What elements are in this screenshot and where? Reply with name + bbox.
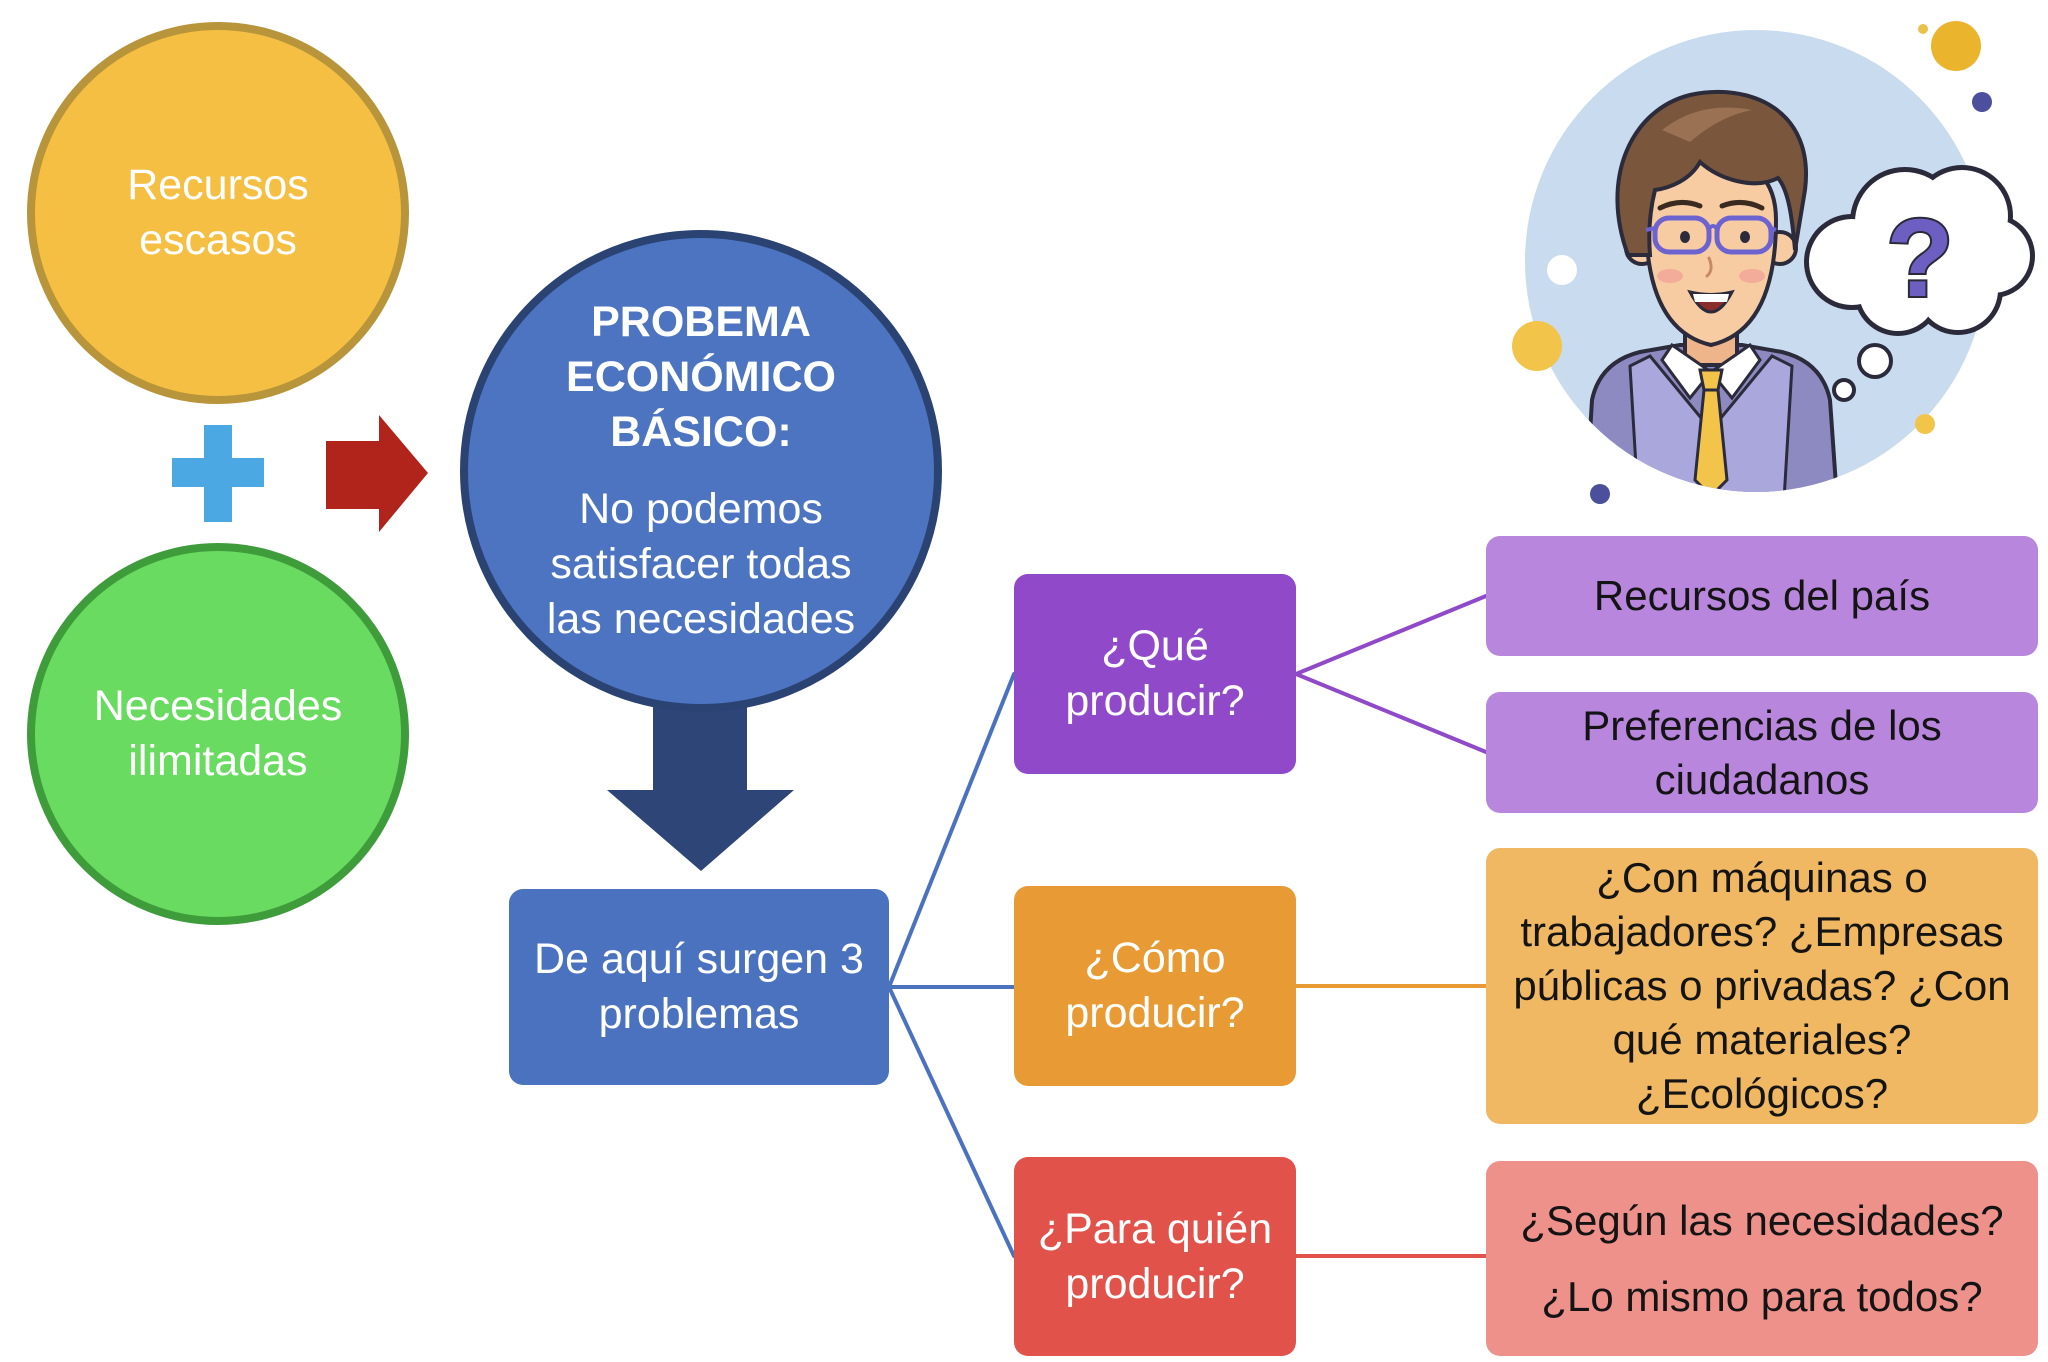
- cloud-fill: [1809, 170, 2030, 331]
- arrow-down-icon: [607, 690, 794, 871]
- core-problem-body-line: satisfacer todas: [550, 540, 852, 588]
- unlimited-needs-circle: Necesidades ilimitadas: [27, 543, 409, 925]
- core-problem-title: PROBEMA ECONÓMICO BÁSICO:: [566, 295, 836, 460]
- core-problem-title-line: PROBEMA: [591, 298, 811, 346]
- thought-dot-medium: [1857, 343, 1893, 379]
- answer-how-line: trabajadores? ¿Empresas: [1520, 908, 2004, 955]
- decorative-dot: [1915, 414, 1935, 434]
- tie-knot: [1698, 368, 1724, 392]
- connector-line-what-to-preferences: [1294, 672, 1488, 754]
- answer-citizen-preferences-line: ciudadanos: [1654, 755, 1870, 803]
- eyebrow-left: [1657, 200, 1703, 211]
- question-for-whom-label-line: producir?: [1065, 1259, 1245, 1308]
- scarce-resources-label-line: escasos: [139, 216, 297, 264]
- three-problems-box: De aquí surgen 3 problemas: [509, 889, 889, 1085]
- unlimited-needs-label-line: Necesidades: [93, 682, 343, 730]
- person-hair: [1615, 90, 1809, 257]
- decorative-dot: [1972, 92, 1992, 112]
- question-mark-icon: ?: [1886, 197, 1953, 320]
- core-problem-body-line: las necesidades: [546, 595, 856, 643]
- answer-citizen-preferences-box: Preferencias de los ciudadanos: [1486, 692, 2038, 813]
- connector-line-what-to-resources: [1294, 594, 1488, 676]
- core-problem-body-line: No podemos: [579, 485, 823, 533]
- answer-how-line: ¿Ecológicos?: [1635, 1070, 1889, 1117]
- scarce-resources-circle: Recursos escasos: [27, 22, 409, 404]
- eyebrow-right: [1719, 200, 1765, 211]
- thought-bubble-icon: ?: [1804, 165, 2035, 402]
- person-head: [1615, 90, 1809, 348]
- decorative-dot: [1931, 21, 1981, 71]
- thought-dot-small: [1832, 378, 1856, 402]
- answer-how-line: ¿Con máquinas o: [1596, 854, 1928, 901]
- unlimited-needs-label-line: ilimitadas: [128, 737, 308, 785]
- answer-for-whom-line: ¿Según las necesidades?: [1520, 1196, 2004, 1244]
- hair-highlight: [1662, 107, 1752, 142]
- collar-left: [1660, 342, 1714, 401]
- tie: [1693, 388, 1729, 492]
- decorative-dot: [1918, 24, 1928, 34]
- person-body: [1583, 323, 1840, 492]
- glasses-icon: [1645, 215, 1777, 255]
- decorative-dots: [1512, 21, 1992, 504]
- question-how-label-line: producir?: [1065, 989, 1245, 1037]
- thinking-person-illustration: ?: [1512, 21, 2035, 504]
- scarce-resources-label-line: Recursos: [127, 161, 309, 209]
- core-problem-circle: PROBEMA ECONÓMICO BÁSICO: No podemos sat…: [460, 230, 942, 712]
- cheek-right: [1739, 269, 1765, 283]
- collar-right: [1708, 342, 1762, 401]
- question-for-whom-box: ¿Para quién producir?: [1014, 1157, 1296, 1356]
- person-nose: [1705, 256, 1713, 278]
- question-how-label-line: ¿Cómo: [1084, 934, 1226, 982]
- decorative-dot: [1590, 484, 1610, 504]
- answer-country-resources-box: Recursos del país: [1486, 536, 2038, 656]
- core-problem-body: No podemos satisfacer todas las necesida…: [547, 482, 855, 647]
- question-what-box: ¿Qué producir?: [1014, 574, 1296, 774]
- question-what-label-line: ¿Qué: [1101, 622, 1209, 670]
- answer-for-whom-line: ¿Lo mismo para todos?: [1541, 1272, 1983, 1320]
- answer-how-box: ¿Con máquinas o trabajadores? ¿Empresas …: [1486, 848, 2038, 1124]
- decorative-dot: [1512, 321, 1562, 371]
- three-problems-label-line: De aquí surgen 3: [534, 935, 864, 983]
- question-how-box: ¿Cómo producir?: [1014, 886, 1296, 1086]
- three-problems-label-line: problemas: [598, 990, 800, 1038]
- arrow-right-icon: [326, 415, 428, 532]
- core-problem-title-line: BÁSICO:: [610, 408, 792, 456]
- answer-how-line: qué materiales?: [1612, 1016, 1912, 1063]
- eye-right: [1740, 231, 1750, 243]
- question-for-whom-label-line: ¿Para quién: [1037, 1204, 1273, 1253]
- connector-line-outcome-to-for-whom: [887, 985, 1016, 1258]
- eye-left: [1680, 231, 1690, 243]
- answer-citizen-preferences-line: Preferencias de los: [1582, 701, 1942, 749]
- connector-lines: [887, 594, 1488, 1258]
- plus-icon: [172, 425, 264, 522]
- answer-for-whom-box: ¿Según las necesidades? ¿Lo mismo para t…: [1486, 1161, 2038, 1356]
- cheek-left: [1657, 269, 1683, 283]
- answer-country-resources-label: Recursos del país: [1593, 572, 1931, 619]
- connector-line-outcome-to-what: [887, 672, 1016, 989]
- person-teeth: [1693, 294, 1729, 302]
- question-what-label-line: producir?: [1065, 677, 1245, 725]
- decorative-dot: [1547, 255, 1577, 285]
- answer-how-line: públicas o privadas? ¿Con: [1513, 962, 2011, 1009]
- core-problem-title-line: ECONÓMICO: [566, 353, 836, 401]
